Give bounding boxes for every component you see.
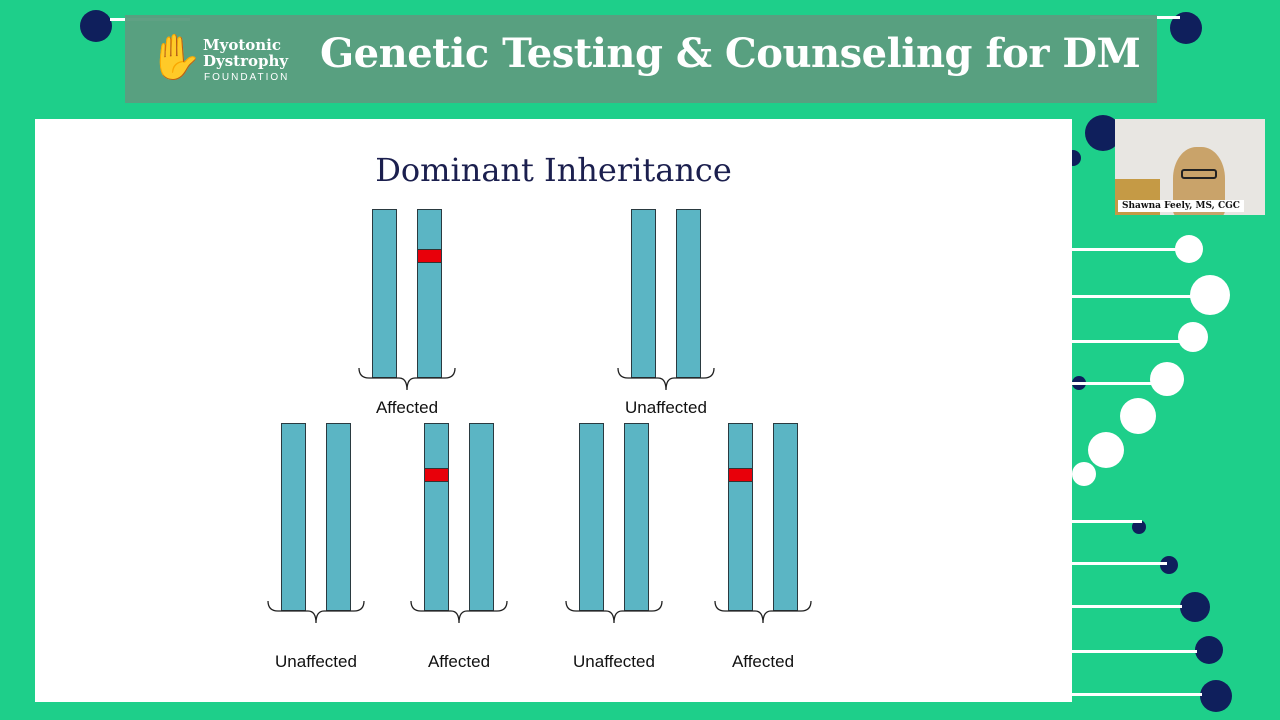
- brace: [410, 600, 508, 624]
- decor-dot: [1195, 636, 1223, 664]
- logo-text-2: Dystrophy: [203, 52, 289, 70]
- decor-dot: [1132, 520, 1146, 534]
- chromosome: [417, 209, 442, 378]
- speaker-name: Shawna Feely, MS, CGC: [1118, 200, 1244, 212]
- chromosome: [631, 209, 656, 378]
- decor-line: [1072, 562, 1167, 565]
- chromosome: [469, 423, 494, 611]
- decor-dot: [1180, 592, 1210, 622]
- chromosome: [728, 423, 753, 611]
- mdf-logo: ✋ Myotonic Dystrophy FOUNDATION: [148, 30, 298, 90]
- decor-line: [1072, 382, 1162, 385]
- chromosome: [372, 209, 397, 378]
- decor-dot: [1072, 462, 1096, 486]
- chromosome: [281, 423, 306, 611]
- chromosome: [624, 423, 649, 611]
- hand-icon: ✋: [148, 33, 203, 82]
- inheritance-label: Affected: [731, 652, 795, 671]
- chromosome: [579, 423, 604, 611]
- inheritance-label: Unaffected: [573, 652, 655, 671]
- decor-dot: [80, 10, 112, 42]
- brace: [617, 367, 715, 391]
- glasses: [1181, 169, 1217, 179]
- decor-dot: [1160, 556, 1178, 574]
- decor-line: [1072, 693, 1202, 696]
- chromosome: [676, 209, 701, 378]
- decor-line: [1072, 650, 1197, 653]
- decor-dot: [1120, 398, 1156, 434]
- inheritance-label: Affected: [427, 652, 491, 671]
- decor-dot: [1190, 275, 1230, 315]
- mutation-band: [425, 468, 448, 482]
- inheritance-label: Affected: [375, 398, 439, 417]
- decor-dot: [1178, 322, 1208, 352]
- chromosome: [424, 423, 449, 611]
- chromosome: [326, 423, 351, 611]
- slide-title: Dominant Inheritance: [375, 151, 732, 189]
- decor-dot: [1088, 432, 1124, 468]
- decor-dot: [1150, 362, 1184, 396]
- presentation-title: Genetic Testing & Counseling for DM: [320, 30, 1141, 77]
- mutation-band: [418, 249, 441, 263]
- logo-text-1: Myotonic: [203, 36, 281, 54]
- decor-line: [1072, 340, 1182, 343]
- decor-line: [1072, 295, 1192, 298]
- decor-line: [1072, 605, 1182, 608]
- inheritance-label: Unaffected: [275, 652, 357, 671]
- brace: [565, 600, 663, 624]
- decor-line: [1072, 248, 1182, 251]
- speaker-video[interactable]: Shawna Feely, MS, CGC: [1115, 119, 1265, 215]
- brace: [358, 367, 456, 391]
- chromosome: [773, 423, 798, 611]
- decor-dot: [1200, 680, 1232, 712]
- brace: [714, 600, 812, 624]
- brace: [267, 600, 365, 624]
- inheritance-label: Unaffected: [625, 398, 707, 417]
- header-banner: [125, 15, 1157, 103]
- decor-line: [1072, 520, 1142, 523]
- mutation-band: [729, 468, 752, 482]
- logo-text-3: FOUNDATION: [204, 72, 290, 83]
